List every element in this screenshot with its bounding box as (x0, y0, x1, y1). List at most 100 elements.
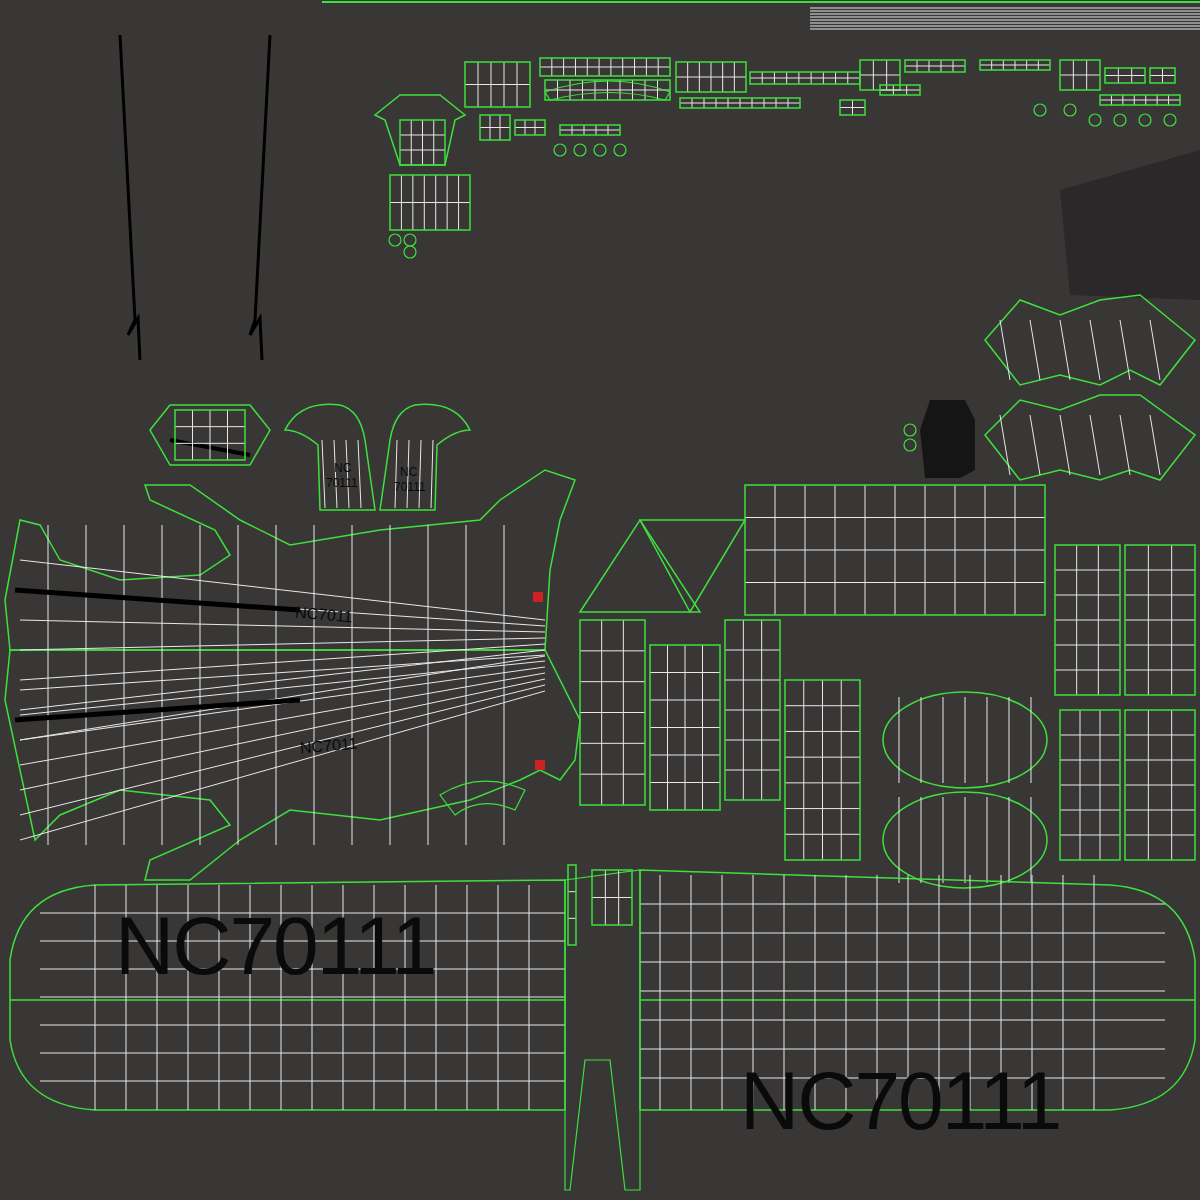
uv-island (1125, 835, 1195, 836)
uv-island (428, 525, 429, 845)
uv-island (1125, 645, 1195, 646)
uv-island (640, 1020, 1165, 1021)
uv-island (574, 144, 586, 156)
uv-island (175, 426, 245, 427)
uv-island (660, 875, 661, 1110)
uv-island (750, 72, 860, 84)
uv-island (921, 797, 922, 883)
uv-island (1009, 797, 1010, 883)
uv-island (554, 144, 566, 156)
uv-island (1060, 415, 1070, 475)
uv-island (1000, 320, 1010, 380)
uv-island (1125, 710, 1195, 860)
uv-island (676, 77, 746, 78)
uv-island (352, 525, 353, 845)
uv-island (40, 1053, 565, 1054)
uv-island (540, 58, 670, 76)
uv-island (390, 175, 470, 230)
uv-island (650, 645, 720, 810)
uv-island (390, 525, 391, 845)
uv-island (1090, 415, 1100, 475)
uv-island (48, 525, 49, 845)
uv-island (1094, 875, 1095, 1110)
uv-island (285, 404, 375, 510)
uv-island (1100, 95, 1180, 105)
uv-island (810, 11, 1200, 12)
uv-island (210, 410, 211, 460)
uv-island (1120, 415, 1130, 475)
uv-island (86, 525, 87, 845)
uv-island (810, 17, 1200, 18)
uv-island (515, 127, 545, 128)
uv-island (1164, 114, 1176, 126)
registration-text: 70111 (394, 481, 426, 493)
uv-island (1100, 100, 1180, 101)
uv-island (822, 680, 823, 860)
uv-island (1031, 697, 1032, 783)
uv-island (943, 697, 944, 783)
uv-island (1060, 60, 1100, 90)
uv-island (1105, 75, 1145, 76)
uv-island (431, 440, 433, 508)
uv-island (840, 107, 865, 108)
uv-island (480, 127, 510, 128)
uv-island (1089, 114, 1101, 126)
uv-island (1031, 797, 1032, 883)
uv-island (15, 700, 300, 720)
uv-island (1125, 735, 1195, 736)
uv-island (650, 755, 720, 756)
uv-island (965, 697, 966, 783)
uv-island (725, 740, 780, 741)
uv-island (358, 440, 361, 508)
uv-island (1125, 785, 1195, 786)
uv-island (745, 517, 1045, 518)
uv-island (725, 680, 780, 681)
uv-island (785, 808, 860, 809)
uv-island (640, 904, 1165, 905)
uv-island (411, 120, 412, 165)
uv-island (200, 525, 201, 845)
uv-island (722, 875, 723, 1110)
uv-island (650, 672, 720, 673)
uv-island (515, 120, 545, 135)
uv-island (20, 679, 545, 790)
uv-island (533, 592, 543, 602)
uv-island (1125, 620, 1195, 621)
uv-island (10, 999, 565, 1001)
uv-island (1063, 875, 1064, 1110)
uv-island (640, 991, 1165, 992)
uv-island (40, 997, 565, 998)
uv-island (745, 550, 1045, 551)
uv-island (1120, 320, 1130, 380)
uv-island (943, 797, 944, 883)
uv-island (545, 81, 670, 100)
uv-island (725, 710, 780, 711)
uv-island (1060, 835, 1120, 836)
uv-island (614, 144, 626, 156)
registration-text: NC70111 (115, 905, 435, 987)
uv-island (785, 705, 860, 706)
uv-island (1125, 595, 1195, 596)
uv-island (20, 655, 545, 690)
uv-island (404, 234, 416, 246)
uv-island (883, 792, 1047, 888)
uv-island (580, 712, 645, 713)
uv-island (419, 440, 421, 508)
uv-island (1055, 545, 1120, 695)
uv-island (1060, 75, 1100, 76)
uv-island (1055, 645, 1120, 646)
uv-island (905, 60, 965, 72)
uv-island (124, 525, 125, 845)
uv-island (322, 1, 1200, 3)
uv-island (15, 590, 300, 610)
uv-island (810, 23, 1200, 24)
uv-island (640, 520, 745, 612)
uv-island (466, 525, 467, 845)
uv-island (20, 644, 545, 680)
uv-island (276, 525, 277, 845)
uv-island (390, 202, 470, 203)
uv-island (640, 1049, 1165, 1050)
uv-island (20, 638, 545, 650)
uv-island (389, 234, 401, 246)
